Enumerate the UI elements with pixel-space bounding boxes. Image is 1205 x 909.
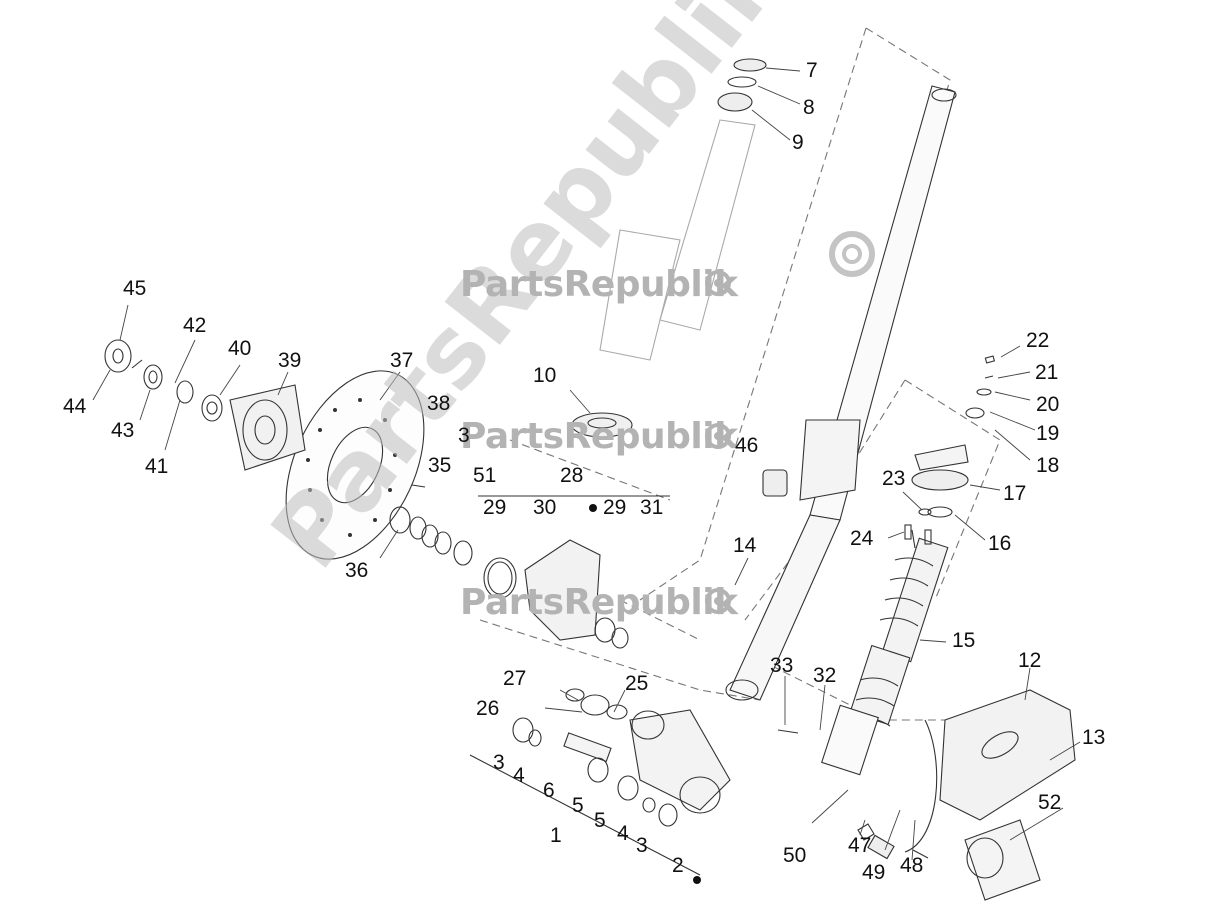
part-number: 5 — [572, 794, 584, 817]
part-number: 6 — [543, 779, 555, 802]
part-number: 4 — [617, 822, 629, 845]
gear-icon — [705, 270, 731, 296]
part-number: 5 — [594, 809, 606, 832]
part-number: 26 — [476, 697, 500, 720]
part-number: 51 — [473, 464, 497, 487]
part-number: 33 — [770, 654, 794, 677]
part-number: 29 — [603, 496, 627, 519]
part-number: 37 — [390, 349, 414, 372]
part-number: 13 — [1082, 726, 1106, 749]
part-number: 1 — [550, 824, 562, 847]
watermark-text: PartsRepublik — [460, 264, 738, 305]
part-number: 12 — [1018, 649, 1042, 672]
part-number: 40 — [228, 337, 252, 360]
part-number: 19 — [1036, 422, 1060, 445]
part-number: 47 — [848, 834, 872, 857]
part-number: 8 — [803, 96, 815, 119]
part-number: 17 — [1003, 482, 1027, 505]
watermark-text: PartsRepublik — [460, 582, 738, 623]
part-number: 50 — [783, 844, 807, 867]
part-number: 42 — [183, 314, 207, 337]
part-number: 36 — [345, 559, 369, 582]
part-number: 48 — [900, 854, 924, 877]
part-number: 3 — [493, 751, 505, 774]
gear-icon — [705, 588, 731, 614]
part-number: 16 — [988, 532, 1012, 555]
part-number: 44 — [63, 395, 87, 418]
part-number: 3 — [458, 424, 470, 447]
gear-icon — [705, 423, 731, 449]
part-number: 4 — [513, 764, 525, 787]
part-number: 18 — [1036, 454, 1060, 477]
part-number: 15 — [952, 629, 976, 652]
part-number: 32 — [813, 664, 837, 687]
part-number: 39 — [278, 349, 302, 372]
watermark-text: PartsRepublik — [460, 416, 738, 457]
part-number: 45 — [123, 277, 147, 300]
part-number: 30 — [533, 496, 557, 519]
part-number: 27 — [503, 667, 527, 690]
part-number: 25 — [625, 672, 649, 695]
part-number: 35 — [428, 454, 452, 477]
part-number: 20 — [1036, 393, 1060, 416]
part-number: 21 — [1035, 361, 1059, 384]
part-number: 38 — [427, 392, 451, 415]
part-number: 10 — [533, 364, 557, 387]
part-number: 46 — [735, 434, 759, 457]
part-number: 41 — [145, 455, 169, 478]
part-number: 52 — [1038, 791, 1062, 814]
part-number: 2 — [672, 854, 684, 877]
part-number: 43 — [111, 419, 135, 442]
part-number: 28 — [560, 464, 584, 487]
part-number: 31 — [640, 496, 664, 519]
part-number: 29 — [483, 496, 507, 519]
part-number: 3 — [636, 834, 648, 857]
part-number: 23 — [882, 467, 906, 490]
part-number: 7 — [806, 59, 818, 82]
part-number: 9 — [792, 131, 804, 154]
part-number: 49 — [862, 861, 886, 884]
part-number: 22 — [1026, 329, 1050, 352]
part-number: 14 — [733, 534, 757, 557]
gear-icon — [829, 231, 875, 277]
part-number: 24 — [850, 527, 874, 550]
